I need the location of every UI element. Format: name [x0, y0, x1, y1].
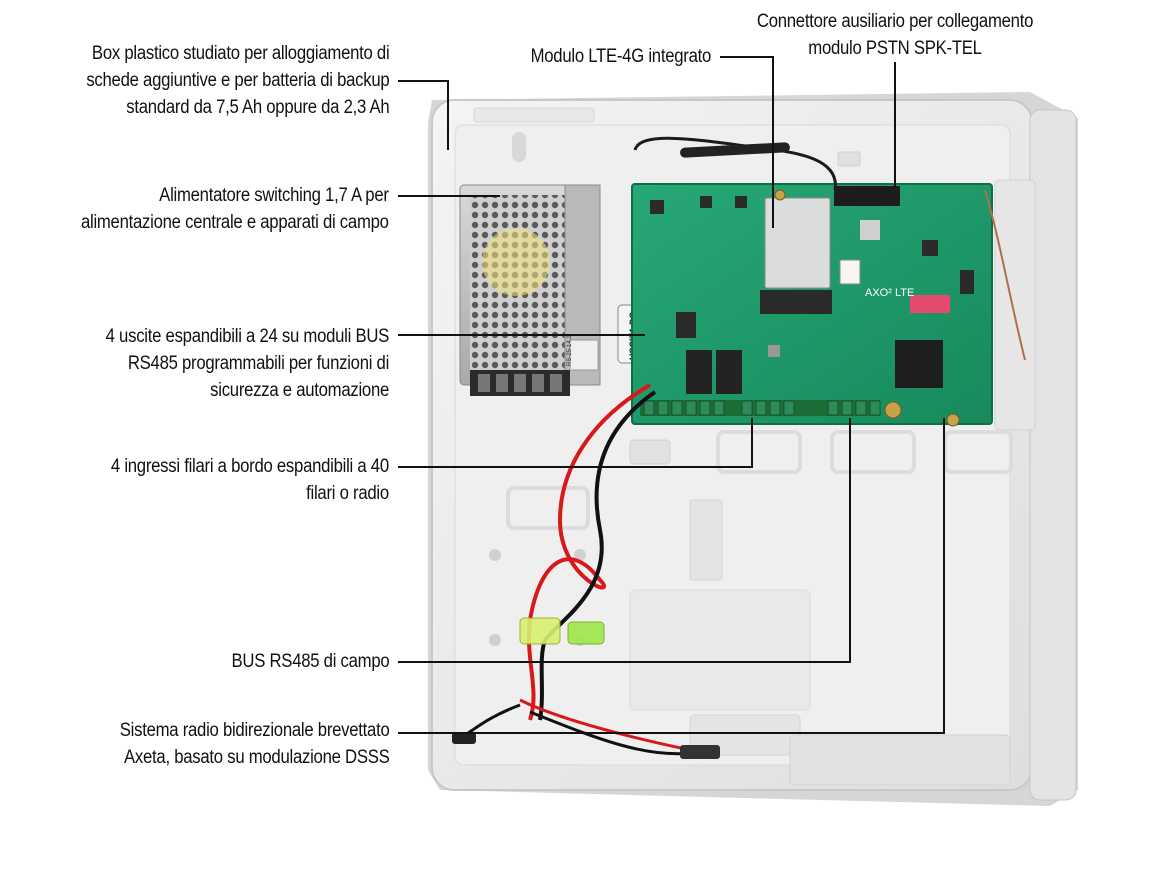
callout-outputs-line-1: 4 uscite espandibili a 24 su moduli BUS [105, 326, 390, 347]
main-pcb [631, 183, 993, 427]
power-supply [459, 184, 601, 396]
callout-radio: Sistema radio bidirezionale brevettato A… [119, 717, 389, 771]
board-label-text: AXO² LTE [865, 287, 914, 299]
callout-box-line-2: schede aggiuntive e per batteria di back… [85, 70, 389, 91]
callout-psu-line-1: Alimentatore switching 1,7 A per [159, 185, 390, 206]
callout-lte: Modulo LTE-4G integrato [530, 43, 712, 70]
callout-outputs-line-2: RS485 programmabili per funzioni di [127, 353, 389, 374]
callout-radio-line-1: Sistema radio bidirezionale brevettato [119, 720, 389, 741]
psu-model-text: RS-25-14.2 [567, 335, 573, 366]
leader-lte [720, 56, 774, 228]
callout-radio-line-2: Axeta, basato su modulazione DSSS [123, 747, 390, 768]
leader-radio [398, 418, 945, 734]
callout-box: Box plastico studiato per alloggiamento … [86, 40, 389, 121]
aux-connector [834, 186, 900, 206]
callout-psu: Alimentatore switching 1,7 A per aliment… [81, 182, 389, 236]
callout-inputs-line-1: 4 ingressi filari a bordo espandibili a … [111, 456, 389, 477]
callout-bus-line-1: BUS RS485 di campo [231, 651, 389, 672]
leader-box [398, 80, 449, 150]
callout-connector: Connettore ausiliario per collegamento m… [734, 8, 1056, 62]
callout-inputs: 4 ingressi filari a bordo espandibili a … [111, 453, 389, 507]
callout-lte-line-1: Modulo LTE-4G integrato [530, 46, 712, 67]
callout-inputs-line-2: filari o radio [306, 483, 389, 504]
callout-box-line-3: standard da 7,5 Ah oppure da 2,3 Ah [125, 97, 389, 118]
callout-outputs: 4 uscite espandibili a 24 su moduli BUS … [105, 323, 390, 404]
callout-connector-line-1: Connettore ausiliario per collegamento [756, 11, 1034, 32]
callout-connector-line-2: modulo PSTN SPK-TEL [808, 38, 982, 59]
leader-bus [398, 418, 851, 663]
leader-inputs [398, 418, 753, 468]
callout-bus: BUS RS485 di campo [231, 648, 389, 675]
callout-outputs-line-3: sicurezza e automazione [210, 380, 389, 401]
battery-wires [452, 383, 720, 759]
leader-lines [398, 56, 945, 734]
lte-module [764, 197, 831, 289]
callout-box-line-1: Box plastico studiato per alloggiamento … [91, 43, 390, 64]
callout-psu-line-2: alimentazione centrale e apparati di cam… [81, 212, 389, 233]
